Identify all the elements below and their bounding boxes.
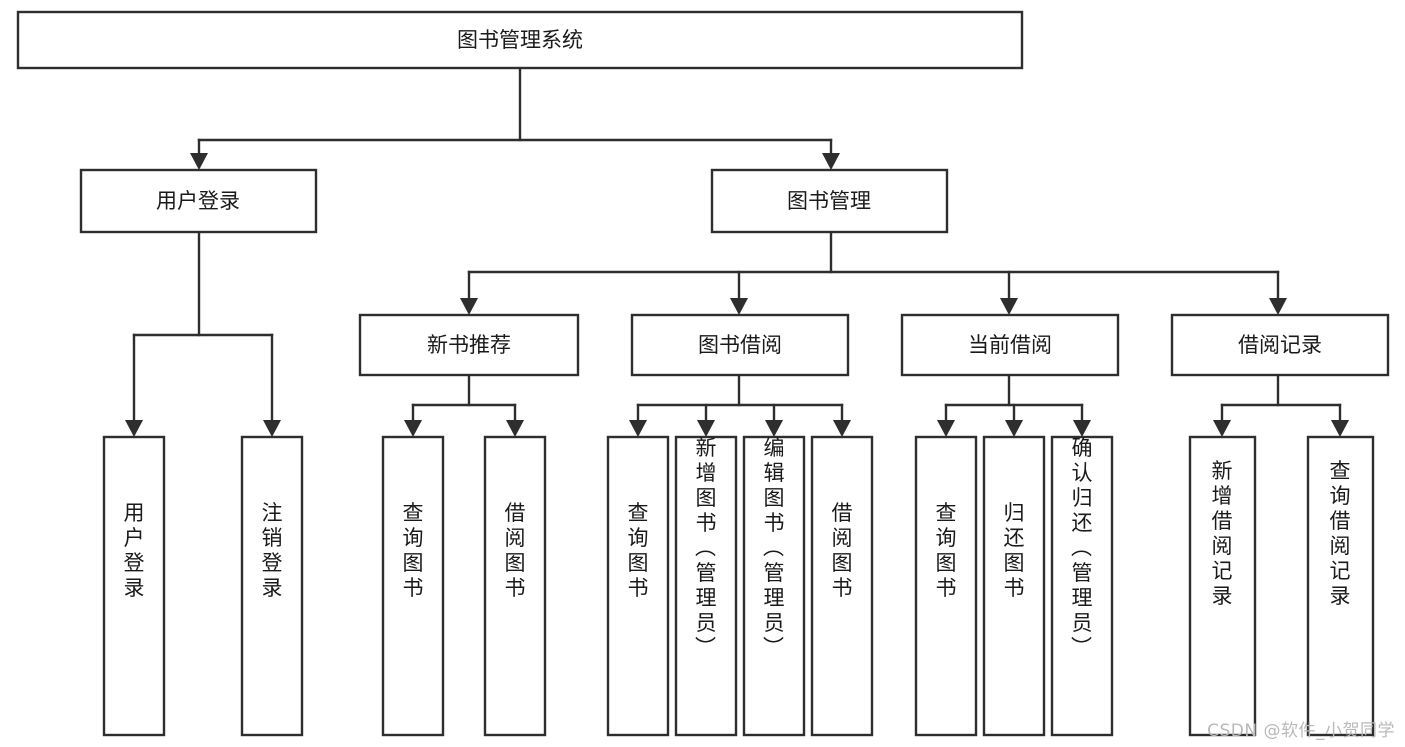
leaf-borrow-1-box[interactable] [606, 435, 670, 737]
node-book-borrow[interactable]: 图书借阅 [630, 313, 850, 377]
leaf-recommend-1[interactable]: 查询图书 [381, 435, 445, 737]
leaf-record-2-box[interactable] [1306, 435, 1375, 737]
leaf-current-3[interactable]: 确认归还（管理员） [1050, 435, 1114, 737]
leaf-logout-2-label: 注销登录 [262, 501, 283, 600]
node-book-borrow-label: 图书借阅 [698, 333, 782, 357]
arrow-to-borrow-leaf-3 [765, 420, 783, 437]
leaf-borrow-4-label: 借阅图书 [832, 501, 853, 600]
leaf-borrow-3[interactable]: 编辑图书（管理员） [742, 435, 806, 737]
leaf-recommend-1-box[interactable] [381, 435, 445, 737]
leaf-logout-2-box[interactable] [240, 435, 304, 737]
leaf-borrow-3-box[interactable] [742, 435, 806, 737]
leaf-recommend-2-label: 借阅图书 [505, 501, 526, 600]
leaf-current-3-box[interactable] [1050, 435, 1114, 737]
node-book-management-label: 图书管理 [787, 189, 871, 213]
leaf-borrow-4[interactable]: 借阅图书 [810, 435, 874, 737]
node-root-box[interactable] [16, 10, 1024, 70]
node-borrow-record-label: 借阅记录 [1238, 333, 1322, 357]
node-new-book-recommend-box[interactable] [358, 313, 580, 377]
node-user-login-box[interactable] [79, 168, 318, 234]
node-new-book-recommend-label: 新书推荐 [427, 333, 511, 357]
leaf-current-1-box[interactable] [914, 435, 978, 737]
leaf-borrow-1[interactable]: 查询图书 [606, 435, 670, 737]
arrow-to-borrow-leaf-2 [697, 420, 715, 437]
node-book-management[interactable]: 图书管理 [710, 168, 949, 234]
leaf-borrow-1-label: 查询图书 [628, 501, 649, 600]
arrow-to-new-book-recommend [460, 298, 478, 315]
leaf-borrow-2-box[interactable] [674, 435, 738, 737]
node-current-borrow-label: 当前借阅 [968, 333, 1052, 357]
leaf-recommend-2-box[interactable] [483, 435, 547, 737]
arrow-to-recommend-leaf-1 [404, 420, 422, 437]
arrow-to-current-leaf-2 [1005, 420, 1023, 437]
node-borrow-record-box[interactable] [1170, 313, 1390, 377]
leaf-recommend-1-label: 查询图书 [403, 501, 424, 600]
arrow-to-current-leaf-1 [937, 420, 955, 437]
arrow-to-recommend-leaf-2 [506, 420, 524, 437]
arrow-to-current-leaf-3 [1073, 420, 1091, 437]
leaf-current-1[interactable]: 查询图书 [914, 435, 978, 737]
leaf-record-1-label: 新增借阅记录 [1212, 459, 1233, 608]
arrow-to-borrow-record [1269, 298, 1287, 315]
arrow-to-book-borrow [730, 298, 748, 315]
arrow-to-logout-leaf [263, 420, 281, 437]
arrow-to-borrow-leaf-4 [833, 420, 851, 437]
arrow-to-borrow-leaf-1 [629, 420, 647, 437]
node-borrow-record[interactable]: 借阅记录 [1170, 313, 1390, 377]
node-current-borrow[interactable]: 当前借阅 [900, 313, 1120, 377]
leaf-current-2-label: 归还图书 [1004, 501, 1025, 600]
node-user-login[interactable]: 用户登录 [79, 168, 318, 234]
leaf-current-1-label: 查询图书 [936, 501, 957, 600]
leaf-borrow-4-box[interactable] [810, 435, 874, 737]
node-book-management-box[interactable] [710, 168, 949, 234]
leaf-user-login-1-box[interactable] [102, 435, 166, 737]
arrow-to-user-login [190, 153, 208, 170]
leaf-user-login-1-label: 用户登录 [124, 501, 145, 600]
arrow-to-book-management [822, 153, 840, 170]
arrow-to-record-leaf-2 [1331, 420, 1349, 437]
leaf-borrow-2[interactable]: 新增图书（管理员） [674, 435, 738, 737]
leaf-current-2-box[interactable] [982, 435, 1046, 737]
leaf-current-3-label: 确认归还（管理员） [1071, 436, 1093, 660]
leaf-record-2-label: 查询借阅记录 [1330, 459, 1351, 608]
leaf-record-1-box[interactable] [1188, 435, 1257, 737]
arrow-to-user-login-leaf [125, 420, 143, 437]
connector-layer [125, 66, 1349, 437]
leaf-borrow-3-label: 编辑图书（管理员） [763, 436, 785, 660]
node-current-borrow-box[interactable] [900, 313, 1120, 377]
leaf-borrow-2-label: 新增图书（管理员） [695, 436, 717, 660]
arrow-to-current-borrow [1000, 298, 1018, 315]
node-user-login-label: 用户登录 [156, 189, 240, 213]
node-book-borrow-box[interactable] [630, 313, 850, 377]
leaf-record-2[interactable]: 查询借阅记录 [1306, 435, 1375, 737]
node-root[interactable]: 图书管理系统 [16, 10, 1024, 70]
arrow-to-record-leaf-1 [1213, 420, 1231, 437]
leaf-logout-2[interactable]: 注销登录 [240, 435, 304, 737]
node-new-book-recommend[interactable]: 新书推荐 [358, 313, 580, 377]
node-root-label: 图书管理系统 [457, 28, 583, 52]
leaf-record-1[interactable]: 新增借阅记录 [1188, 435, 1257, 737]
leaf-current-2[interactable]: 归还图书 [982, 435, 1046, 737]
leaf-recommend-2[interactable]: 借阅图书 [483, 435, 547, 737]
leaf-user-login-1[interactable]: 用户登录 [102, 435, 166, 737]
